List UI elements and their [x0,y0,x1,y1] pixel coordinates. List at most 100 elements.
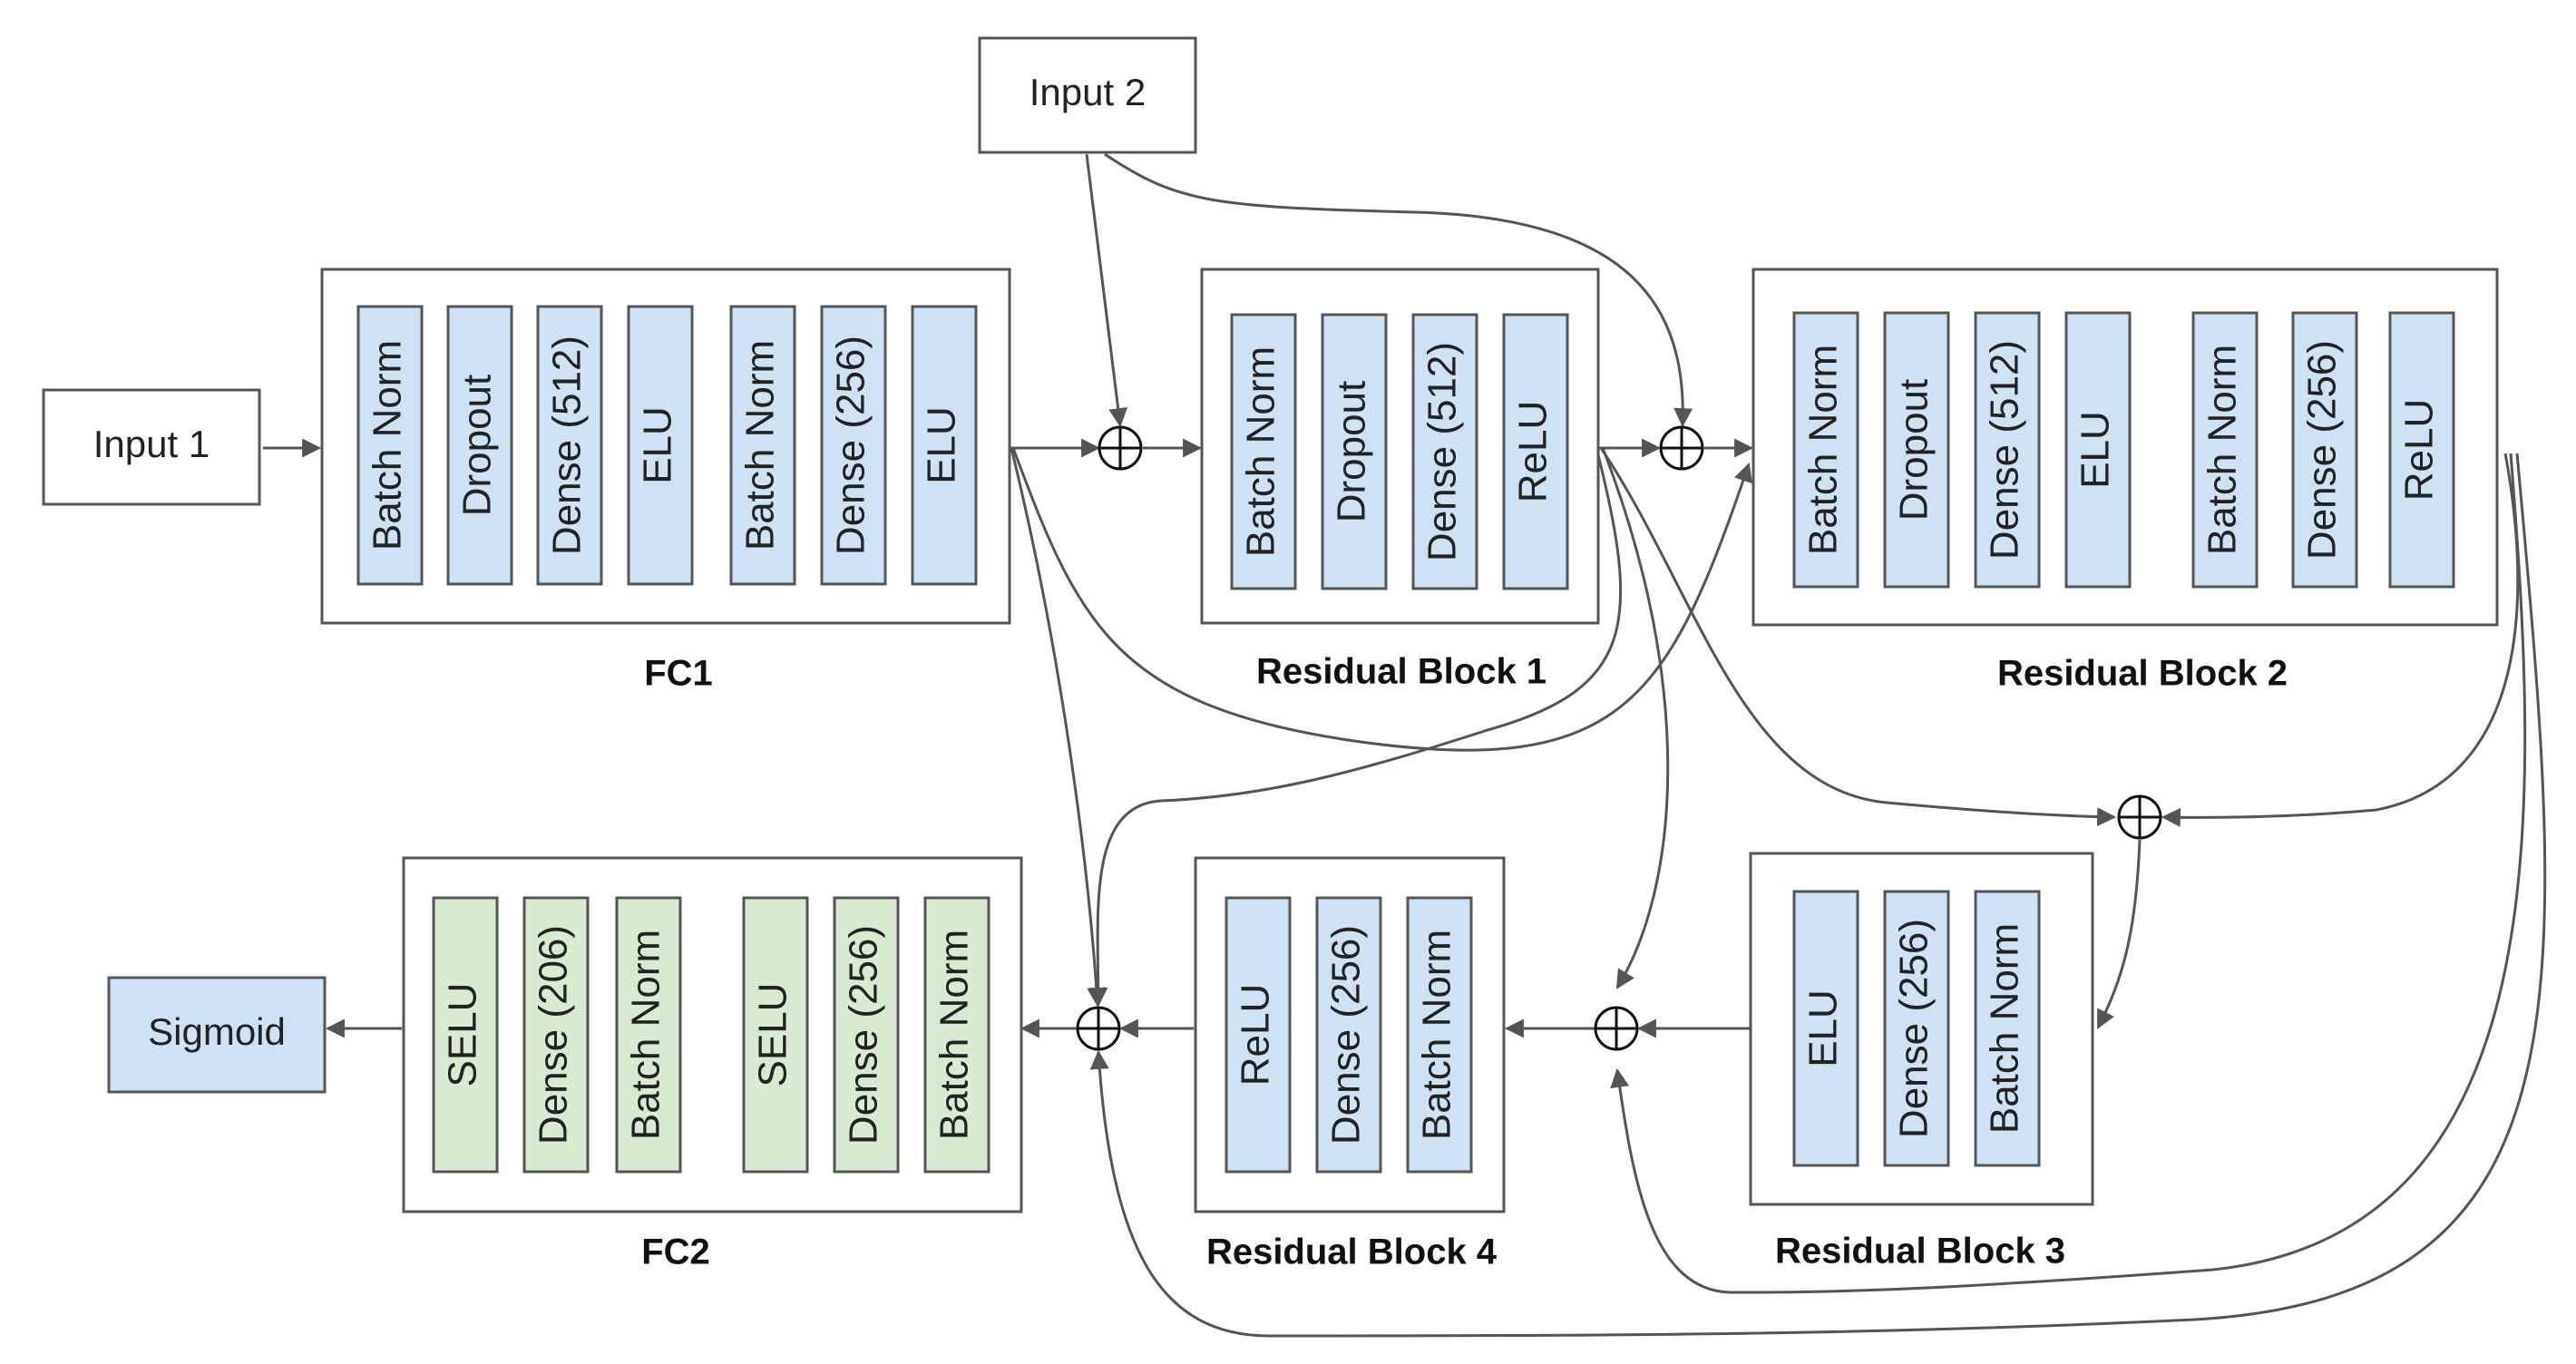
edge-res2-sum5-skip [1089,453,2547,1338]
edge-res1-sum5 [1088,447,1623,1008]
layer-res2-6-label: ReLU [2397,399,2442,502]
layer-res1-2-label: Dense (512) [1420,342,1465,561]
blocks: Batch Norm Dropout Dense (512) ELU Batch Nor… [320,268,2499,1272]
layer-res2-4 [2191,311,2259,589]
sigmoid-label: Sigmoid [148,1010,286,1053]
layer-res1-2 [1411,313,1478,590]
layer-fc2-0 [432,896,499,1174]
layer-res1-0 [1230,313,1297,590]
block-fc2-container [402,856,1023,1213]
block-res4-title: Residual Block 4 [1206,1232,1498,1272]
layer-fc2-0-label: SELU [441,983,485,1087]
layer-res4-0-label: ReLU [1234,984,1278,1086]
layer-fc2-3-label: SELU [751,983,795,1087]
layer-res2-0 [1792,311,1859,589]
layer-res2-0-label: Batch Norm [1801,345,1846,555]
edge-input2-sum2 [1104,152,1693,428]
layer-res3-0 [1792,890,1859,1167]
layer-res2-5-label: Dense (256) [2300,340,2345,560]
layer-res2-3-label: ELU [2073,411,2118,489]
layer-res4-2 [1406,896,1473,1174]
edge-fc1-res2-skip [1011,447,1752,752]
layer-res2-6 [2388,311,2455,589]
layer-res3-0-label: ELU [1801,989,1846,1067]
edge-input2-sum1 [1085,153,1128,428]
sum-node-1-symbol: ⊕ [1099,415,1142,473]
edge-sum3-res3 [2096,839,2142,1029]
layer-fc1-5-label: Dense (256) [829,336,873,555]
layer-res2-1-label: Dropout [1892,379,1937,521]
block-res2: Batch Norm Dropout Dense (512) ELU Batch Nor… [1751,268,2499,694]
layer-res3-1-label: Dense (256) [1892,919,1937,1138]
layer-res2-3 [2064,311,2132,589]
layer-res1-1 [1321,313,1388,590]
sum-nodes: ⊕ ⊕ ⊕ ⊕ ⊕ [1076,415,2162,1053]
layer-res4-1 [1315,896,1382,1174]
sum-node-2-symbol: ⊕ [1661,415,1703,473]
block-fc2: SELU Dense (206) Batch Norm SELU Dense (256)… [402,856,1023,1272]
sum-node-1: ⊕ [1098,415,1143,473]
edge-res1-sum4 [1601,447,1670,989]
sum-node-4-symbol: ⊕ [1595,996,1638,1053]
sum-node-5-symbol: ⊕ [1078,996,1120,1053]
layer-fc2-1-label: Dense (206) [532,925,576,1145]
layer-fc2-5 [923,896,990,1174]
layer-fc1-3-label: ELU [636,406,680,484]
layer-fc1-2-label: Dense (512) [545,336,590,555]
layer-fc1-3 [627,305,694,586]
layer-fc2-4 [833,896,900,1174]
layer-fc2-5-label: Batch Norm [932,930,977,1140]
layer-res4-2-label: Batch Norm [1415,930,1459,1140]
layer-res1-3 [1502,313,1569,590]
input1-label: Input 1 [93,423,210,465]
layer-res2-2-label: Dense (512) [1983,340,2027,560]
block-res3-title: Residual Block 3 [1775,1232,2065,1271]
layer-res3-2-label: Batch Norm [1983,923,2027,1134]
layer-fc2-4-label: Dense (256) [842,925,886,1145]
layer-res2-1 [1883,311,1950,589]
layer-fc1-4-label: Batch Norm [738,340,783,550]
layer-fc1-0 [356,305,424,586]
block-res1: Batch Norm Dropout Dense (512) ReLU Residual… [1200,268,1600,692]
input2-box [978,36,1197,154]
connections [263,152,2547,1338]
layer-res2-4-label: Batch Norm [2200,345,2245,555]
sigmoid-box [107,976,327,1094]
layer-fc1-6 [911,305,978,586]
layer-fc1-4 [729,305,796,586]
layer-fc1-5 [820,305,887,586]
block-fc2-title: FC2 [641,1232,710,1272]
block-fc1-title: FC1 [644,654,713,694]
layer-res1-1-label: Dropout [1330,381,1374,523]
layer-fc1-2 [536,305,603,586]
layer-fc2-2-label: Batch Norm [624,930,668,1140]
sum-node-3-symbol: ⊕ [2119,784,2161,842]
block-res2-title: Residual Block 2 [1997,654,2288,694]
input1-box [42,388,261,506]
layer-res1-0-label: Batch Norm [1239,346,1283,557]
edge-fc1-sum5 [1010,447,1107,1008]
sum-node-3: ⊕ [2117,784,2162,842]
layer-res3-2 [1974,890,2041,1167]
io-nodes: Input 1 Input 2 Sigmoid [42,36,1197,1094]
sum-node-4: ⊕ [1594,996,1639,1053]
layer-res4-1-label: Dense (256) [1324,925,1369,1145]
input2-label: Input 2 [1029,71,1146,113]
layer-res2-5 [2291,311,2358,589]
sum-node-2: ⊕ [1659,415,1704,473]
layer-res4-0 [1225,896,1292,1174]
layer-fc1-1 [446,305,513,586]
sum-node-5: ⊕ [1076,996,1121,1053]
layer-fc2-3 [742,896,809,1174]
edge-res1-sum3 [1599,447,2117,827]
block-res1-title: Residual Block 1 [1256,652,1547,692]
layer-fc2-2 [615,896,682,1174]
edge-res2-sum4-skip [1610,453,2527,1294]
layer-fc1-1-label: Dropout [455,375,500,517]
layer-fc1-6-label: ELU [920,406,964,484]
layer-res1-3-label: ReLU [1511,401,1556,503]
layer-res3-1 [1883,890,1950,1167]
